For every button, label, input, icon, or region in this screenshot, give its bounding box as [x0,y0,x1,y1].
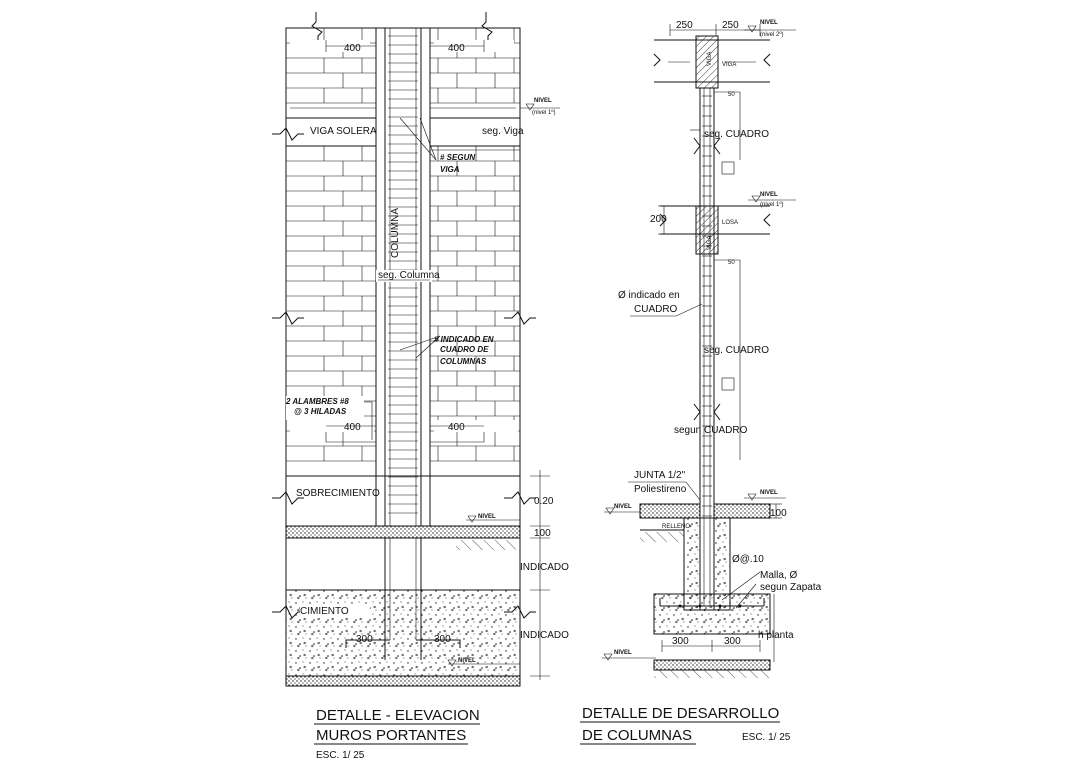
indicado-cuadro-3: COLUMNAS [440,357,487,366]
dim-400-bottom-left: 400 [344,422,361,433]
losa-vertical-label: VIGA [707,236,713,250]
malla-label-2: segun Zapata [760,582,822,593]
nivel-right-tag: NIVEL [760,490,778,496]
dim-400-top-right: 400 [448,43,465,54]
floor-slab-right-right [713,503,771,519]
viga-solera-label: VIGA SOLERA [310,126,377,137]
dim-300-left: 300 [356,634,373,645]
dim-100-right: 100 [770,508,787,519]
nivel-tag-top: NIVEL [534,98,552,104]
nivel-1-tag: NIVEL [760,192,778,198]
left-title-line2: MUROS PORTANTES [316,727,466,744]
dim-300-right: 300 [434,634,451,645]
right-scale: ESC. 1/ 25 [742,732,791,743]
nivel-1-top: (nivel 1º) [532,109,556,116]
dim-200: 200 [650,214,667,225]
alambres-label-1: 2 ALAMBRES #8 [285,397,349,406]
viga-vertical-label: VIGA [707,52,713,66]
sobrecimiento-label: SOBRECIMIENTO [296,488,380,499]
cimiento-block [285,589,521,677]
nivel-2-label: (nivel 2º) [760,31,784,38]
relleno-label: RELLENO [662,524,690,530]
right-title-line2: DE COLUMNAS [582,727,692,744]
segun-viga-label-1: # SEGUN [440,153,475,162]
indicado-cuadro-2: CUADRO DE [440,345,489,354]
floor-slab [285,525,521,539]
nivel-2-tag: NIVEL [760,20,778,26]
h-planta-label: h planta [758,630,794,641]
indicado-cuadro-1: # INDICADO EN [434,335,494,344]
segun-cuadro: segun CUADRO [674,425,748,436]
nivel-left-tag: NIVEL [614,504,632,510]
cimiento-label: CIMIENTO [300,606,349,617]
floor-slab-right-left [639,503,701,519]
junta-label-2: Poliestireno [634,484,687,495]
o-indicado-2: CUADRO [634,304,678,315]
nivel-tag-floor: NIVEL [478,514,496,520]
dim-50-top: 50 [728,92,735,98]
dim-010: Ø@.10 [732,554,764,565]
left-title-line1: DETALLE - ELEVACION [316,707,480,724]
dim-250-right: 250 [722,20,739,31]
dim-400-top-left: 400 [344,43,361,54]
right-title-line1: DETALLE DE DESARROLLO [582,705,779,722]
indicado-1: INDICADO [520,562,569,573]
right-column-development: 250 250 NIVEL (nivel 2º) VIGA VIGA 50 se… [602,20,822,678]
seg-cuadro-2: seg. CUADRO [704,345,769,356]
titles: DETALLE - ELEVACION MUROS PORTANTES ESC.… [314,705,791,761]
columna-label: COLUMNA [390,208,401,258]
left-scale: ESC. 1/ 25 [316,750,365,761]
column-stirrups [388,35,418,514]
viga-label: VIGA [722,62,736,68]
seg-viga-label: seg. Viga [482,126,524,137]
seg-columna-label: seg. Columna [378,270,440,281]
dim-300-right-right: 300 [724,636,741,647]
malla-label-1: Malla, Ø [760,570,797,581]
dim-100-left: 100 [534,528,551,539]
dim-300-left-right: 300 [672,636,689,647]
nivel-bottom-tag-right: NIVEL [614,650,632,656]
left-wall-elevation: 400 400 400 400 VIGA SOLERA seg. Viga NI… [272,12,569,687]
losa-section [695,205,719,255]
dim-020: 0.20 [534,496,554,507]
indicado-2: INDICADO [520,630,569,641]
dim-400-bottom-right: 400 [448,422,465,433]
o-indicado-1: Ø indicado en [618,290,680,301]
losa-label: LOSA [722,220,738,226]
seg-cuadro-1: seg. CUADRO [704,129,769,140]
nivel-1-label: (nivel 1º) [760,201,784,208]
dim-250-left: 250 [676,20,693,31]
alambres-label-2: @ 3 HILADAS [294,407,347,416]
junta-label-1: JUNTA 1/2" [634,470,686,481]
zapata [653,593,771,635]
nivel-tag-bottom: NIVEL [458,658,476,664]
dim-50-mid: 50 [728,260,735,266]
segun-viga-label-2: VIGA [440,165,460,174]
